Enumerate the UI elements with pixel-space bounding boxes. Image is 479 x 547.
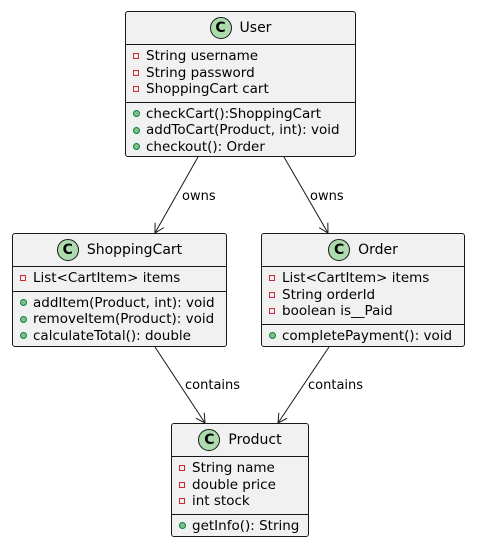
method: getInfo(): String (172, 518, 308, 535)
private-marker-icon (179, 465, 185, 472)
public-marker-icon (133, 143, 140, 151)
class-user[interactable]: C User String username String password S… (125, 11, 356, 157)
attribute: double price (172, 477, 308, 494)
public-marker-icon (20, 315, 27, 323)
public-marker-icon (269, 332, 276, 340)
class-c-icon: C (56, 239, 79, 261)
private-marker-icon (269, 308, 275, 315)
attributes-section: String name double price int stock (172, 457, 308, 514)
private-marker-icon (179, 498, 185, 505)
attributes-section: String username String password Shopping… (126, 45, 355, 102)
attribute: List<CartItem> items (262, 270, 464, 287)
class-shoppingcart[interactable]: C ShoppingCart List<CartItem> items addI… (12, 233, 227, 347)
attributes-section: List<CartItem> items (13, 267, 226, 291)
edge-label-user-order: owns (310, 189, 344, 204)
methods-section: checkCart():ShoppingCart addToCart(Produ… (126, 101, 355, 160)
edge-user-order (283, 156, 329, 234)
class-c-icon: C (198, 429, 221, 451)
edge-label-shoppingcart-product: contains (185, 378, 241, 393)
class-name: Product (228, 432, 282, 448)
class-name: ShoppingCart (86, 242, 183, 258)
methods-section: completePayment(): void (262, 323, 464, 349)
public-marker-icon (133, 110, 140, 118)
private-marker-icon (179, 481, 185, 488)
edge-label-order-product: contains (308, 378, 364, 393)
method: addItem(Product, int): void (13, 295, 226, 312)
private-marker-icon (20, 275, 26, 282)
class-header: C ShoppingCart (13, 234, 226, 267)
private-marker-icon (269, 291, 275, 298)
method: completePayment(): void (262, 328, 464, 345)
public-marker-icon (179, 522, 186, 530)
edge-order-product (277, 346, 330, 424)
class-name: User (239, 20, 272, 36)
method: removeItem(Product): void (13, 311, 226, 328)
class-c-icon: C (328, 239, 351, 261)
method: checkout(): Order (126, 139, 355, 156)
edge-user-shoppingcart (154, 156, 199, 234)
class-product[interactable]: C Product String name double price int s… (171, 423, 309, 537)
edge-label-user-shoppingcart: owns (182, 189, 216, 204)
attribute: String password (126, 65, 355, 82)
attribute: List<CartItem> items (13, 270, 226, 287)
attribute: boolean is__Paid (262, 303, 464, 320)
methods-section: addItem(Product, int): void removeItem(P… (13, 290, 226, 349)
attributes-section: List<CartItem> items String orderId bool… (262, 267, 464, 324)
class-name: Order (358, 242, 398, 258)
attribute: int stock (172, 493, 308, 510)
attribute: String username (126, 48, 355, 65)
class-header: C User (126, 12, 355, 45)
attribute: ShoppingCart cart (126, 81, 355, 98)
private-marker-icon (269, 275, 275, 282)
private-marker-icon (133, 53, 139, 60)
method: addToCart(Product, int): void (126, 122, 355, 139)
attribute: String name (172, 460, 308, 477)
private-marker-icon (133, 69, 139, 76)
public-marker-icon (20, 299, 27, 307)
class-header: C Product (172, 424, 308, 457)
methods-section: getInfo(): String (172, 513, 308, 539)
method: calculateTotal(): double (13, 328, 226, 345)
public-marker-icon (133, 126, 140, 134)
class-order[interactable]: C Order List<CartItem> items String orde… (261, 233, 465, 347)
private-marker-icon (133, 86, 139, 93)
edge-shoppingcart-product (154, 346, 206, 424)
class-c-icon: C (209, 17, 232, 39)
class-header: C Order (262, 234, 464, 267)
public-marker-icon (20, 332, 27, 340)
method: checkCart():ShoppingCart (126, 106, 355, 123)
attribute: String orderId (262, 287, 464, 304)
